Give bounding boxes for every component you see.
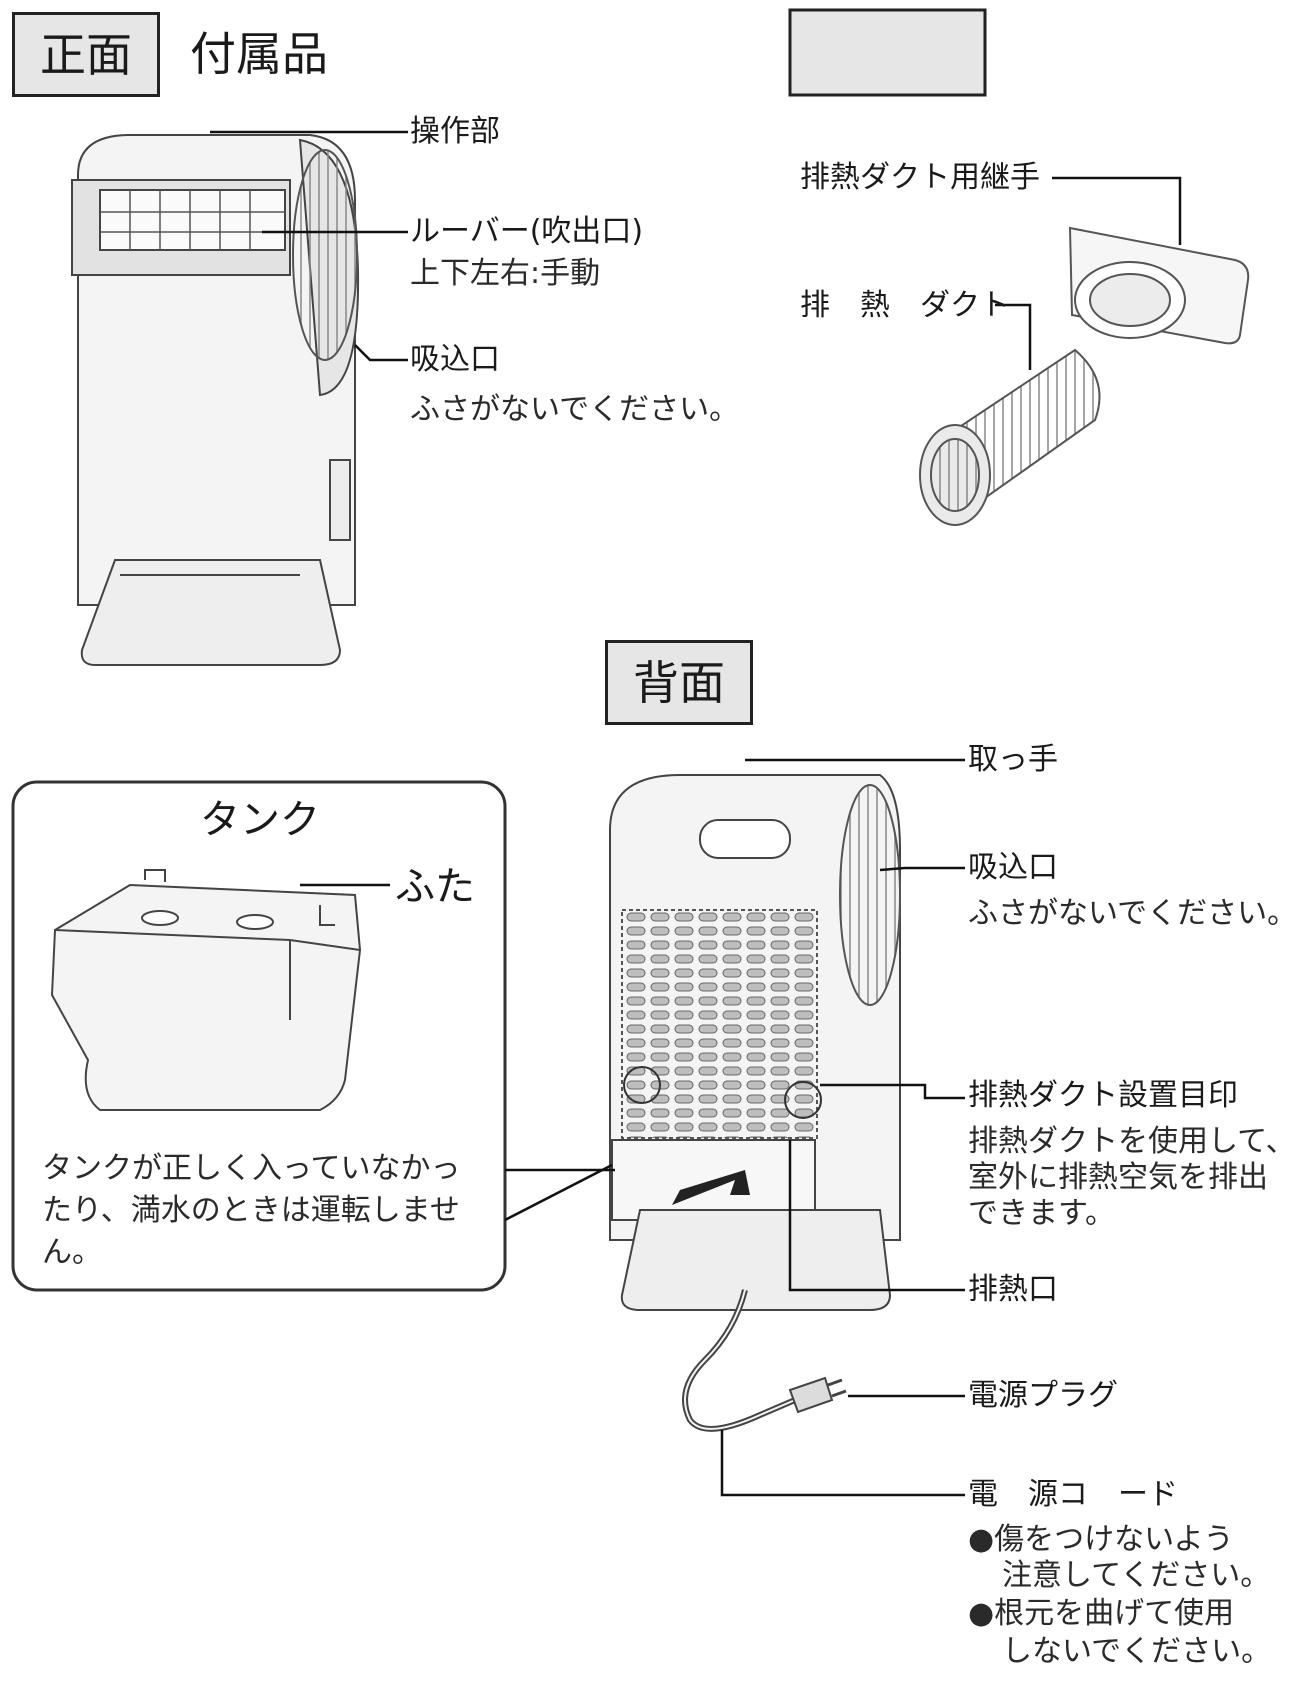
tank-note-line3: ん。	[42, 1235, 102, 1270]
label-back-intake: 吸込口	[968, 850, 1058, 885]
cord-note-2a: ●根元を曲げて使用	[968, 1596, 1235, 1631]
label-louver-sub: 上下左右:手動	[410, 256, 601, 291]
accessory-image-box	[788, 8, 987, 97]
duct-joint-illustration	[1068, 226, 1250, 345]
tank-illustration	[50, 869, 362, 1111]
label-duct-mark: 排熱ダクト設置目印	[968, 1078, 1238, 1113]
label-duct-mark-sub2: 室外に排熱空気を排出	[968, 1160, 1268, 1195]
label-back-intake-sub: ふさがないでください。	[968, 896, 1298, 931]
tank-note-line1: タンクが正しく入っていなかっ	[42, 1151, 461, 1186]
label-control-panel: 操作部	[410, 114, 500, 149]
label-duct-mark-sub1: 排熱ダクトを使用して、	[968, 1124, 1296, 1159]
exhaust-duct-illustration	[919, 348, 1101, 526]
cord-note-1b: 注意してください。	[1002, 1558, 1271, 1593]
label-exhaust-duct: 排 熱 ダクト	[800, 288, 1010, 323]
back-header: 背面	[605, 640, 753, 725]
leader-lines	[210, 130, 1182, 1497]
cord-note-1a: ●傷をつけないよう	[968, 1522, 1234, 1557]
label-tank-lid: ふた	[395, 864, 475, 910]
front-unit-illustration	[71, 134, 360, 666]
label-duct-joint: 排熱ダクト用継手	[800, 160, 1040, 195]
label-handle: 取っ手	[968, 742, 1058, 777]
back-unit-illustration	[609, 774, 901, 1432]
label-louver: ルーバー(吹出口)	[410, 214, 644, 249]
label-power-cord: 電 源コ ード	[968, 1477, 1178, 1512]
front-header: 正面	[12, 12, 160, 97]
label-power-plug: 電源プラグ	[968, 1378, 1118, 1413]
cord-note-2b: しないでください。	[1002, 1634, 1272, 1669]
tank-note-line2: たり、満水のときは運転しませ	[42, 1193, 460, 1228]
tank-title: タンク	[200, 797, 320, 843]
accessories-header: 付属品	[190, 27, 328, 81]
label-duct-mark-sub3: できます。	[968, 1196, 1115, 1231]
label-front-intake: 吸込口	[410, 342, 500, 377]
label-front-intake-sub: ふさがないでください。	[410, 392, 740, 427]
label-exhaust-port: 排熱口	[968, 1272, 1058, 1307]
